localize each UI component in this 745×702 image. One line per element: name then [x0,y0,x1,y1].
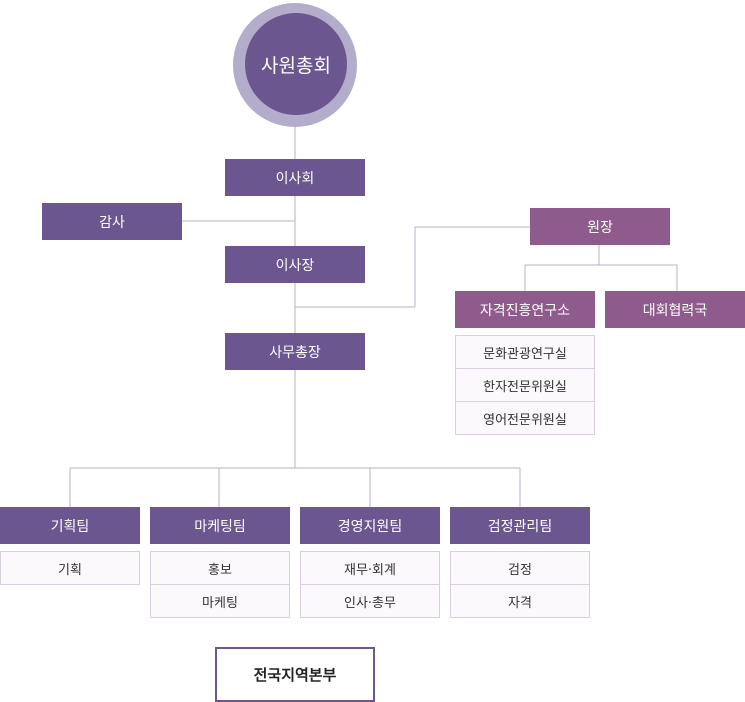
team-marketing-node: 마케팅팀 [150,507,290,544]
secretary-general-node: 사무총장 [225,333,365,370]
research-institute-node: 자격진흥연구소 [455,291,595,328]
board-node: 이사회 [225,159,365,196]
team-unit: 검정 [450,551,590,585]
cooperation-bureau-node: 대회협력국 [605,291,745,328]
chairman-node: 이사장 [225,246,365,283]
team-unit: 자격 [450,584,590,618]
regional-hq-node: 전국지역본부 [215,647,375,702]
team-exam-node: 검정관리팀 [450,507,590,544]
research-unit: 한자전문위원실 [455,368,595,402]
team-unit: 재무·회계 [300,551,440,585]
team-unit: 홍보 [150,551,290,585]
team-planning-node: 기획팀 [0,507,140,544]
team-unit: 마케팅 [150,584,290,618]
general-assembly-node: 사원총회 [245,13,347,115]
research-unit: 영어전문위원실 [455,401,595,435]
audit-node: 감사 [42,203,182,240]
president-node: 원장 [530,208,670,245]
team-unit: 인사·총무 [300,584,440,618]
research-unit: 문화관광연구실 [455,335,595,369]
team-unit: 기획 [0,551,140,585]
team-management-node: 경영지원팀 [300,507,440,544]
